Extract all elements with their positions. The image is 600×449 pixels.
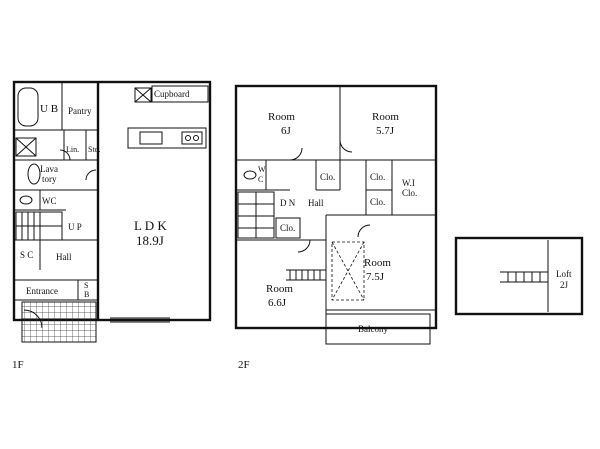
loft-stairs: [500, 271, 548, 283]
label-cupboard: Cupboard: [154, 89, 190, 99]
label-lin: Lin.: [66, 145, 79, 154]
label-room1-size: 6J: [281, 125, 292, 137]
2f-stair-hatch: [286, 269, 326, 281]
label-hall-1f: Hall: [56, 252, 72, 262]
label-wic-1: W.I: [402, 178, 415, 188]
label-room3-name: Room: [364, 257, 391, 269]
2f-stairs: [237, 191, 275, 239]
kitchen-counter: [127, 127, 207, 149]
label-entrance: Entrance: [26, 286, 58, 296]
label-sb-2: B: [84, 290, 89, 299]
balcony-outline: [325, 313, 431, 345]
label-1f: 1F: [12, 359, 24, 371]
label-ub: U B: [40, 103, 58, 115]
label-balcony: Balcony: [358, 324, 388, 334]
floor-1f-plan: [12, 80, 212, 343]
label-room4-name: Room: [266, 283, 293, 295]
label-wc-1f: WC: [42, 196, 57, 206]
1f-outer-wall: [12, 80, 212, 322]
floor-2f-plan: [234, 84, 438, 345]
label-sb-1: S: [84, 281, 88, 290]
label-wc-2f-1: W: [258, 165, 266, 174]
label-ldk-name: L D K: [134, 218, 167, 233]
label-pantry: Pantry: [68, 106, 92, 116]
label-2f: 2F: [238, 359, 250, 371]
label-room2-size: 5.7J: [376, 125, 395, 137]
label-ldk-size: 18.9J: [136, 233, 164, 248]
label-sc: S C: [20, 250, 33, 260]
label-room2-name: Room: [372, 111, 399, 123]
label-wic-2: Clo.: [402, 188, 417, 198]
label-up: U P: [68, 222, 82, 232]
label-sto: Sto.: [88, 145, 101, 154]
label-wc-2f-2: C: [258, 175, 263, 184]
label-clo-2: Clo.: [370, 172, 385, 182]
label-room1-name: Room: [268, 111, 295, 123]
label-room4-size: 6.6J: [268, 297, 287, 309]
bathtub: [17, 87, 39, 127]
label-hall-2f: Hall: [308, 198, 324, 208]
loft-plan: [454, 236, 584, 316]
label-dn: D N: [280, 198, 296, 208]
label-loft-name: Loft: [556, 269, 572, 279]
label-clo-3: Clo.: [370, 197, 385, 207]
label-clo-4: Clo.: [280, 223, 295, 233]
label-loft-size: 2J: [560, 280, 569, 290]
label-lavatory-2: tory: [42, 174, 57, 184]
entrance-tile: [22, 302, 96, 342]
label-clo-1: Clo.: [320, 172, 335, 182]
label-room3-size: 7.5J: [366, 271, 385, 283]
loft-outer-wall: [454, 236, 584, 316]
1f-stairs: [15, 211, 63, 241]
label-lavatory-1: Lava: [40, 164, 58, 174]
2f-outer-wall: [234, 84, 438, 330]
